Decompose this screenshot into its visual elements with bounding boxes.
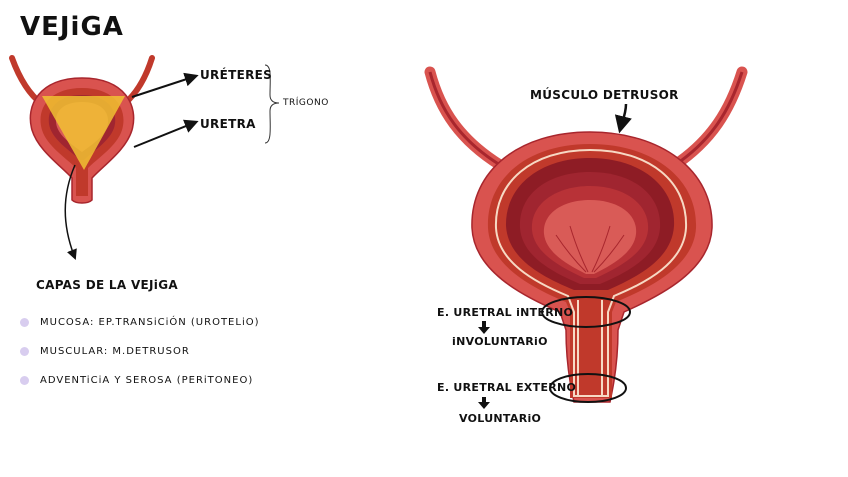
external-sphincter-label: E. URETRAL EXTERNO <box>437 381 577 394</box>
external-sphincter-ring <box>549 373 627 403</box>
large-bladder-illustration <box>424 66 748 403</box>
bullet-icon <box>20 376 29 385</box>
layers-heading: CAPAS DE LA VEJiGA <box>36 278 178 292</box>
internal-type-label: iNVOLUNTARiO <box>452 335 548 348</box>
small-bladder-illustration <box>9 55 155 204</box>
list-item: MUSCULAR: M.DETRUSOR <box>20 337 260 366</box>
capas-arrow <box>64 164 77 260</box>
layers-list: MUCOSA: EP.TRANSiCiÓN (UROTELiO) MUSCULA… <box>20 308 260 395</box>
internal-sphincter-ring <box>541 296 631 328</box>
trigono-label: TRÍGONO <box>283 98 329 108</box>
trigono-bracket <box>264 64 280 144</box>
external-down-arrow <box>478 397 490 409</box>
detrusor-label: MÚSCULO DETRUSOR <box>530 88 679 102</box>
list-item: MUCOSA: EP.TRANSiCiÓN (UROTELiO) <box>20 308 260 337</box>
list-item: ADVENTiCiA Y SEROSA (PERiTONEO) <box>20 366 260 395</box>
uretra-label: URETRA <box>200 117 256 131</box>
layer-mucosa: MUCOSA: EP.TRANSiCiÓN (UROTELiO) <box>40 317 260 328</box>
detrusor-arrow <box>614 103 632 134</box>
bullet-icon <box>20 347 29 356</box>
external-type-label: VOLUNTARiO <box>459 412 542 425</box>
bullet-icon <box>20 318 29 327</box>
layer-muscular: MUSCULAR: M.DETRUSOR <box>40 346 190 357</box>
ureteres-label: URÉTERES <box>200 68 273 82</box>
page-title: VEJiGA <box>20 12 124 42</box>
internal-down-arrow <box>478 321 490 334</box>
ureteres-arrow <box>131 72 199 98</box>
layer-adventicia: ADVENTiCiA Y SEROSA (PERiTONEO) <box>40 375 254 386</box>
uretra-arrow <box>133 119 199 148</box>
internal-sphincter-label: E. URETRAL iNTERNO <box>437 306 574 319</box>
